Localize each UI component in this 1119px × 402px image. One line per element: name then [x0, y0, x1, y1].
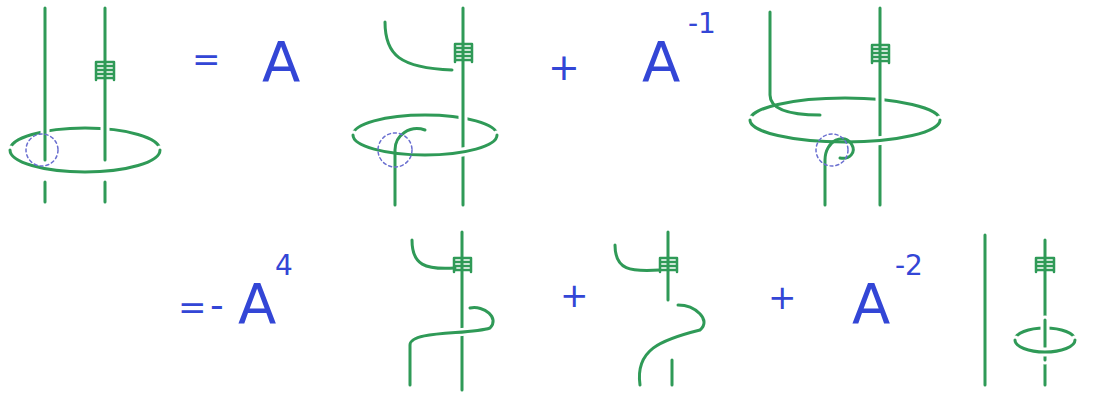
plus-sign: +	[560, 278, 589, 312]
plus-sign: +	[548, 48, 580, 86]
variable: A	[642, 34, 680, 90]
minus-sign: -	[210, 286, 224, 324]
exponent: 4	[275, 252, 293, 280]
variable: A	[238, 276, 276, 332]
variable: A	[262, 34, 300, 90]
equals-sign: =	[178, 290, 207, 324]
exponent: -1	[688, 10, 716, 38]
exponent: -2	[895, 252, 923, 280]
equals-sign: =	[192, 42, 221, 76]
plus-sign: +	[768, 280, 797, 314]
variable: A	[852, 276, 890, 332]
